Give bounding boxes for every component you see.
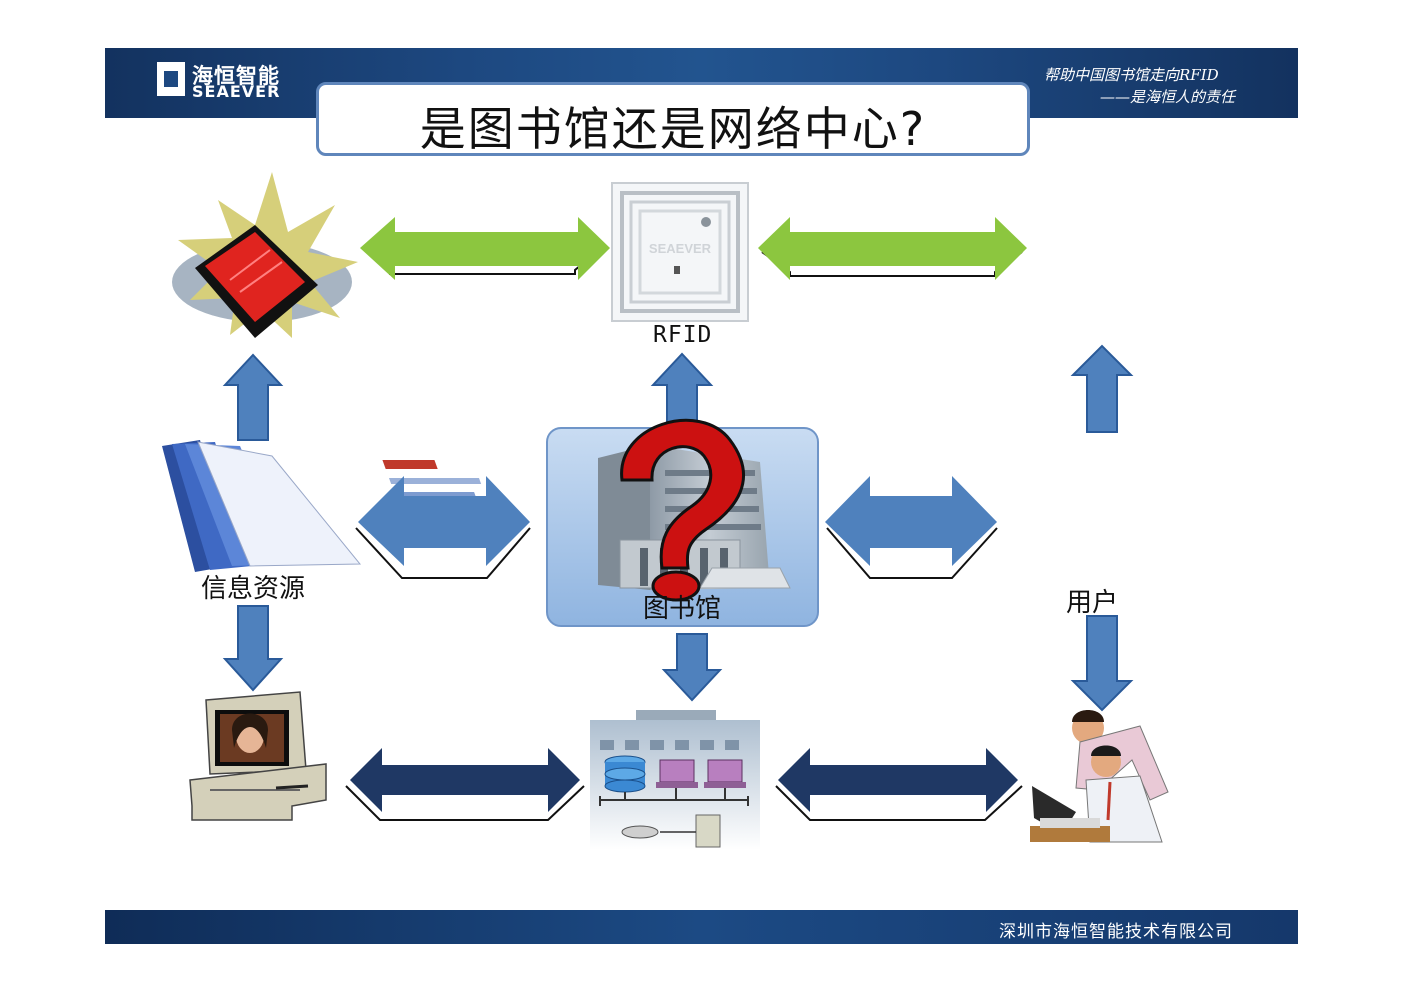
slogan-line-1: 帮助中国图书馆走向RFID — [1044, 66, 1219, 84]
question-mark-icon — [620, 418, 746, 602]
company-name: 深圳市海恒智能技术有限公司 — [999, 922, 1233, 942]
computer-icon — [189, 691, 327, 821]
user-label: 用户 — [1066, 588, 1119, 618]
library-label: 图书馆 — [643, 594, 722, 624]
library-node — [546, 418, 819, 627]
logo-english: SEAEVER — [192, 82, 281, 101]
down-arrow-user — [1070, 615, 1134, 712]
dark-double-arrow-right — [775, 748, 1023, 821]
green-double-arrow-left — [360, 217, 610, 280]
logo-icon — [157, 62, 185, 96]
logo-chinese: 海恒智能 — [192, 64, 280, 88]
info-resources-label: 信息资源 — [201, 574, 306, 604]
web-pages-icon — [162, 440, 505, 572]
down-arrow-info-to-pc — [222, 605, 284, 692]
title-box: 是图书馆还是网络中心? — [316, 82, 1030, 156]
rfid-tag-text: SEAEVER — [649, 241, 712, 256]
up-arrow-library-to-rfid — [650, 352, 714, 426]
mid-double-arrow-right — [825, 476, 998, 579]
footer-bar — [105, 910, 1298, 944]
rfid-tag-icon: SEAEVER — [611, 182, 749, 322]
rfid-label: RFID — [653, 322, 713, 348]
up-arrow-info-to-book — [222, 353, 284, 441]
slogan-line-2: ——是海恒人的责任 — [1100, 88, 1236, 106]
down-arrow-library-to-network — [661, 633, 723, 702]
book-icon — [172, 172, 358, 338]
green-double-arrow-right — [758, 217, 1027, 280]
mid-double-arrow-left — [355, 476, 531, 579]
up-arrow-user — [1070, 344, 1134, 433]
slide-title: 是图书馆还是网络中心? — [419, 102, 927, 156]
dark-double-arrow-left — [345, 748, 585, 821]
network-center-icon — [590, 710, 760, 850]
users-icon — [1030, 710, 1169, 843]
